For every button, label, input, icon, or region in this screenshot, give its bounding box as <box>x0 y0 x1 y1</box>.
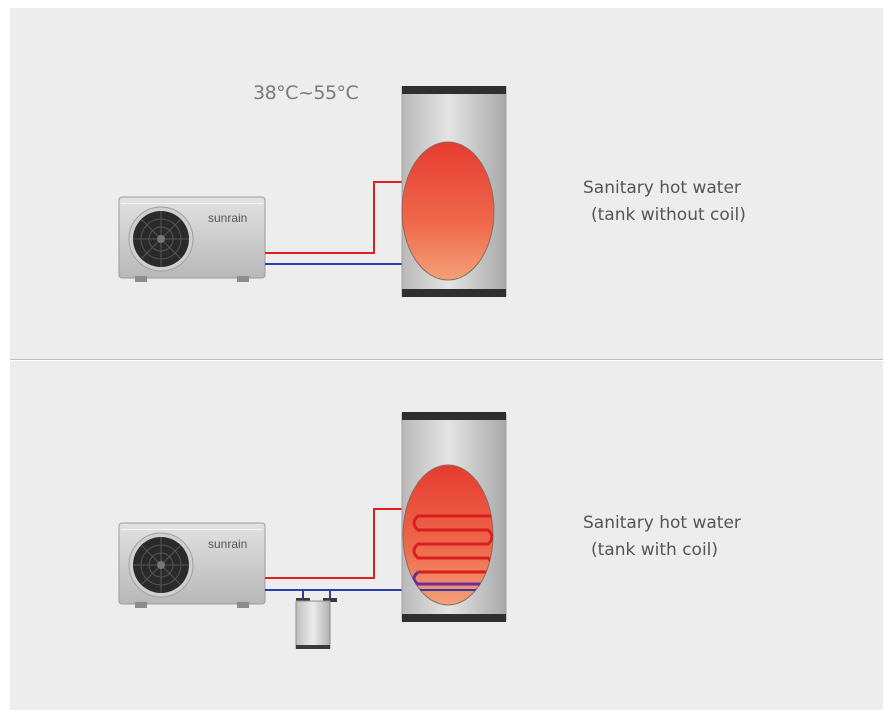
brand-logo: sunrain <box>208 537 247 551</box>
heat-pump-unit-top: sunrain <box>118 196 266 282</box>
heat-pump-unit-bottom: sunrain <box>118 522 266 608</box>
system-subtitle-top: (tank without coil) <box>591 205 746 225</box>
system-title-top: Sanitary hot water <box>583 178 741 198</box>
water-tank-with-coil <box>401 412 507 622</box>
system-title-bottom: Sanitary hot water <box>583 513 741 533</box>
hot-water-pipe-top <box>265 181 403 254</box>
temperature-range-label: 38°C~55°C <box>253 82 359 104</box>
system-subtitle-bottom: (tank with coil) <box>591 540 719 560</box>
water-tank-without-coil <box>401 86 507 297</box>
brand-logo: sunrain <box>208 211 247 225</box>
fan-icon <box>128 532 194 598</box>
expansion-vessel <box>295 598 337 649</box>
fan-icon <box>128 206 194 272</box>
